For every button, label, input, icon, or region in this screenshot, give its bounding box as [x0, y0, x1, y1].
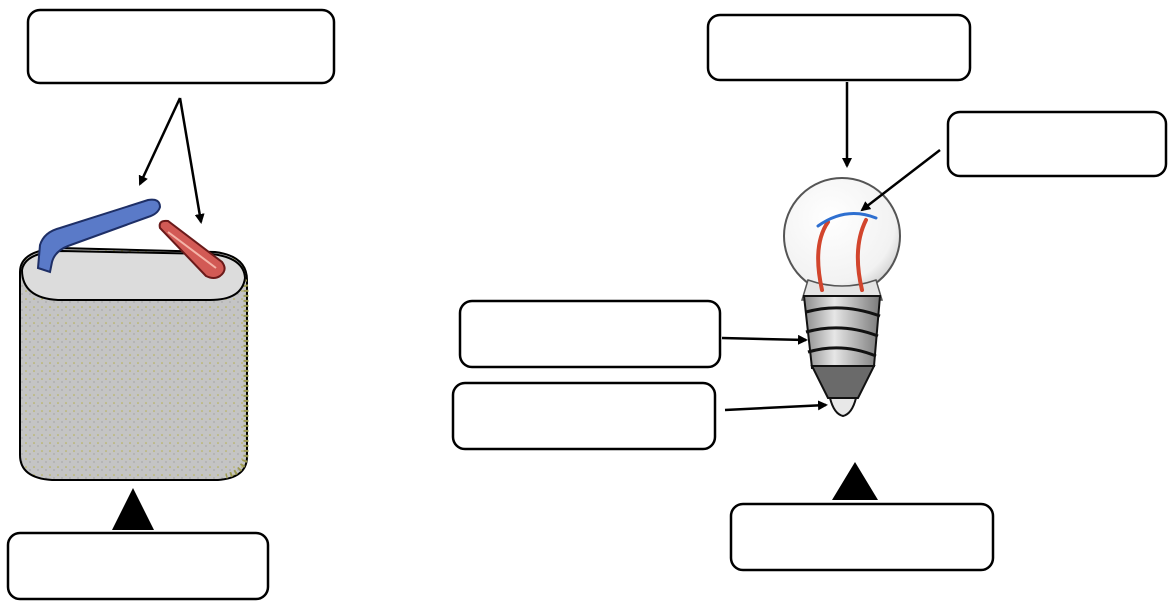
- screw-base-callout: [458, 299, 808, 369]
- bulb-contact: [828, 397, 858, 418]
- arrow-to-screw-base: [721, 334, 808, 345]
- filament: [816, 212, 878, 228]
- battery-label-box[interactable]: [6, 531, 270, 601]
- filament-support-right: [855, 218, 868, 292]
- filament-callout: [860, 110, 1168, 212]
- filament-support-left: [816, 220, 830, 292]
- triangle-up-icon: [112, 488, 154, 530]
- screw-base-label-box[interactable]: [458, 299, 722, 369]
- screw-thread-1: [805, 306, 881, 318]
- filament-label-box[interactable]: [946, 110, 1168, 178]
- light-bulb: [783, 177, 901, 418]
- positive-terminal-highlight: [167, 231, 217, 269]
- battery-callout: [6, 488, 270, 601]
- arrow-to-contact: [724, 400, 828, 412]
- arrow-to-negative-terminal: [138, 97, 182, 186]
- contact-label-box[interactable]: [451, 381, 717, 451]
- contact-callout: [451, 381, 828, 451]
- arrow-to-positive-terminal: [178, 97, 205, 224]
- bulb-label-box[interactable]: [729, 502, 995, 572]
- bulb-callout: [729, 462, 995, 572]
- bulb-glass-label-box[interactable]: [706, 13, 972, 82]
- battery: [19, 198, 249, 481]
- screw-thread-3: [807, 346, 877, 358]
- battery-terminals-callout: [26, 8, 336, 224]
- bulb-insulator: [810, 365, 876, 399]
- battery-terminals-label-box[interactable]: [26, 8, 336, 85]
- screw-thread-2: [805, 326, 879, 338]
- arrow-to-filament: [860, 149, 941, 212]
- triangle-up-icon: [832, 462, 878, 500]
- negative-terminal: [36, 198, 162, 274]
- bulb-glass-callout: [706, 13, 972, 168]
